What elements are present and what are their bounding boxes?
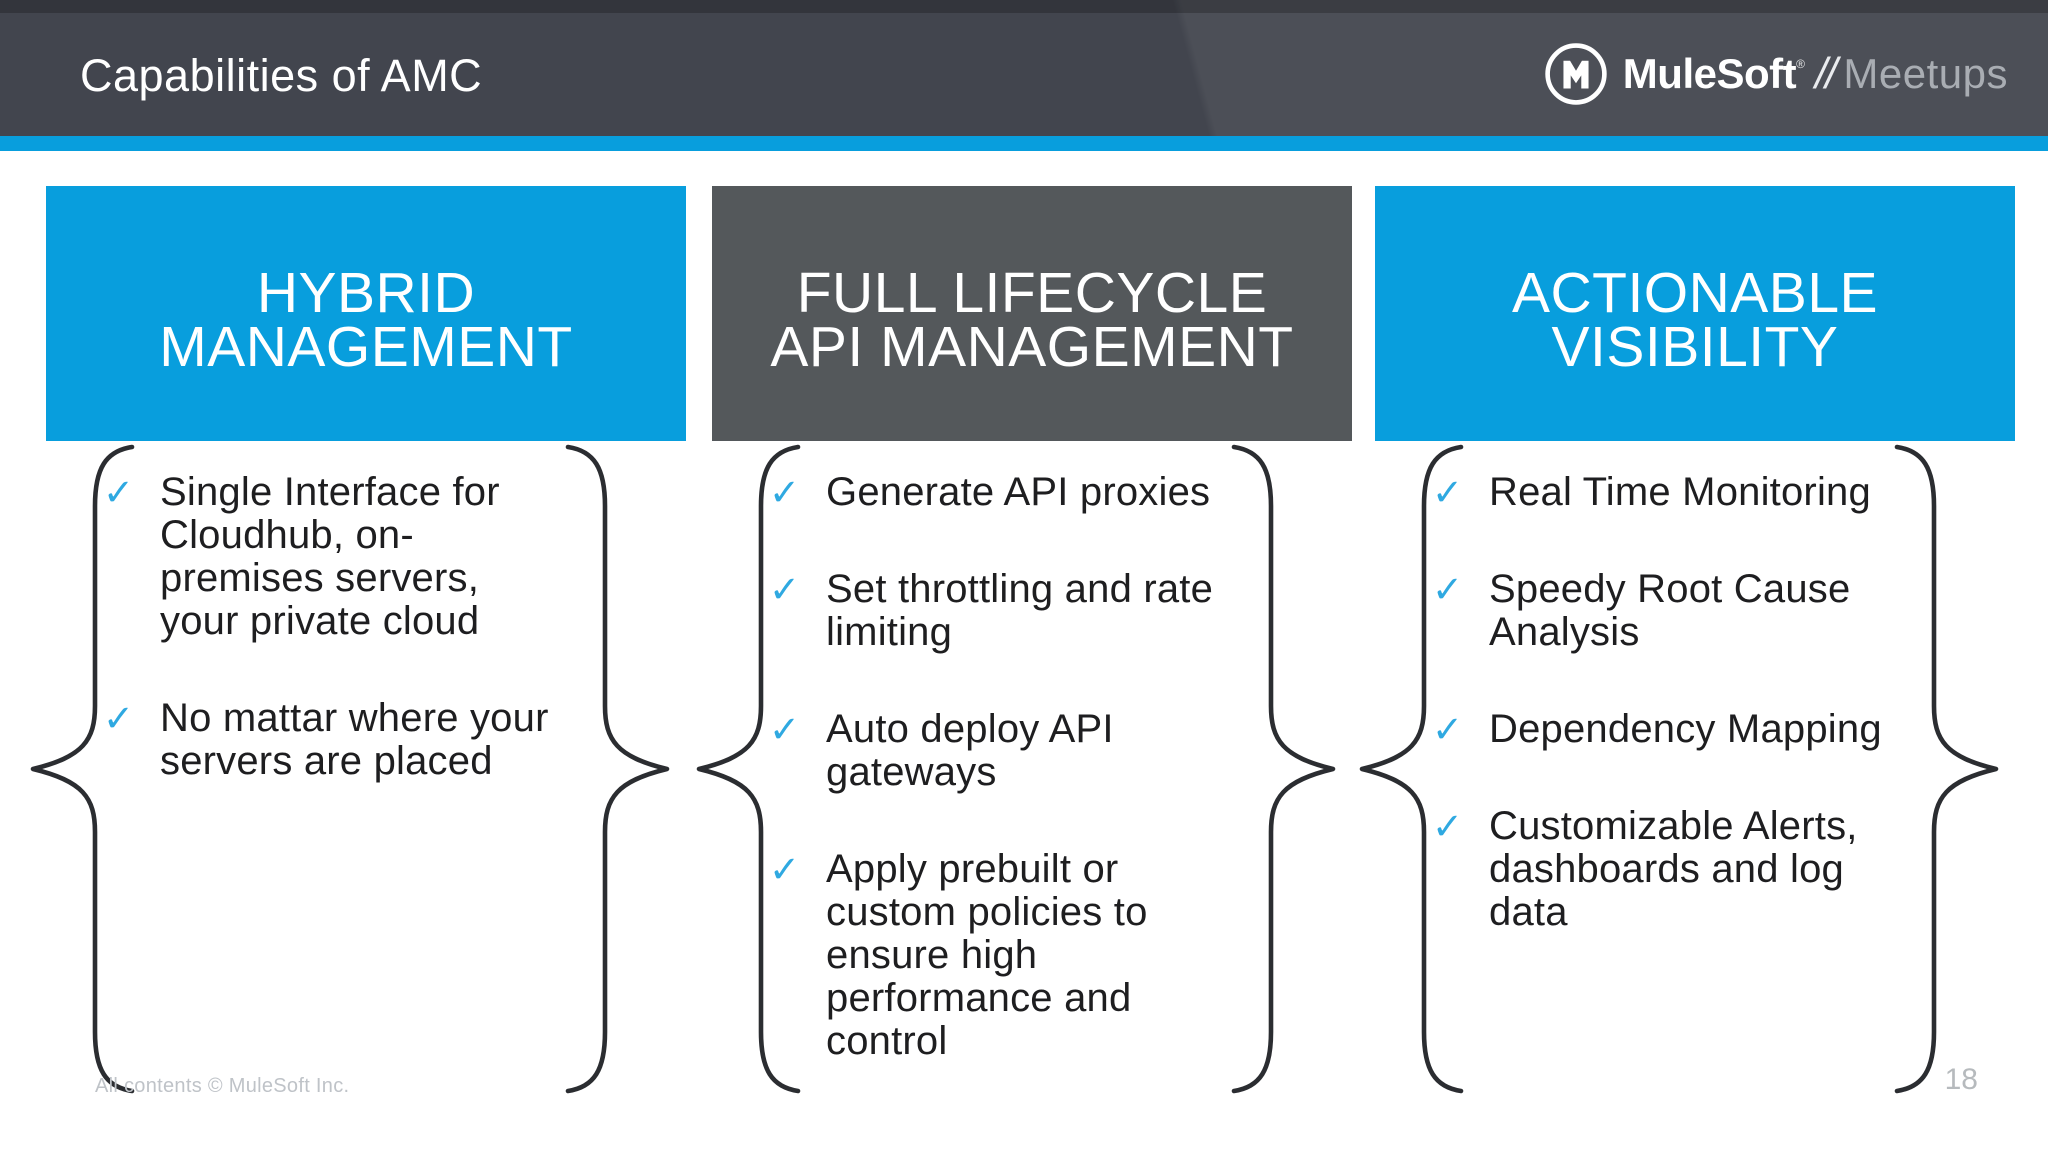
list-item-text: Generate API proxies [826, 470, 1211, 514]
column-header-box: FULL LIFECYCLE API MANAGEMENT [712, 186, 1352, 441]
list-item: ✓ Dependency Mapping [1432, 707, 2015, 752]
list-item-text: Single Interface for Cloudhub, on-premis… [160, 470, 500, 643]
checkmark-icon: ✓ [1432, 568, 1464, 611]
copyright-note: All contents © MuleSoft Inc. [95, 1075, 350, 1097]
column-header-box: HYBRID MANAGEMENT [46, 186, 686, 441]
list-item-text: Speedy Root Cause Analysis [1489, 567, 1851, 654]
page-title: Capabilities of AMC [80, 50, 483, 101]
column-full-lifecycle-api-management: FULL LIFECYCLE API MANAGEMENT ✓ Generate… [696, 186, 1352, 1117]
right-brace [565, 444, 670, 1094]
accent-stripe [0, 136, 2048, 151]
right-brace [1894, 444, 1999, 1094]
list-item: ✓ Real Time Monitoring [1432, 470, 2015, 515]
list-item: ✓ Generate API proxies [769, 470, 1352, 515]
column-actionable-visibility: ACTIONABLE VISIBILITY ✓ Real Time Monito… [1359, 186, 2015, 1116]
logo-brand: MuleSoft [1622, 50, 1797, 97]
column-hybrid-management: HYBRID MANAGEMENT ✓ Single Interface for… [30, 186, 686, 1116]
checkmark-icon: ✓ [1432, 708, 1464, 751]
column-header-line: VISIBILITY [1551, 314, 1839, 379]
checkmark-icon: ✓ [103, 697, 135, 740]
list-item: ✓ Set throttling and rate limiting [769, 568, 1352, 654]
checkmark-icon: ✓ [1432, 805, 1464, 848]
checkmark-icon: ✓ [1432, 471, 1464, 514]
column-header-line: FULL LIFECYCLE [796, 260, 1268, 325]
checkmark-icon: ✓ [103, 471, 135, 514]
list-item: ✓ Apply prebuilt or custom policies to e… [769, 848, 1352, 1063]
registered-mark: ® [1796, 57, 1805, 71]
list-item: ✓ No mattar where your servers are place… [103, 697, 686, 783]
right-brace [1231, 444, 1336, 1094]
list-item-text: Set throttling and rate limiting [826, 567, 1214, 654]
column-header-line: ACTIONABLE [1511, 260, 1879, 325]
logo-wordmark: MuleSoft® //Meetups [1623, 49, 2008, 99]
mulesoft-meetups-logo: MuleSoft® //Meetups [1543, 0, 2008, 142]
list-item: ✓ Auto deploy API gateways [769, 708, 1352, 794]
list-item-text: Dependency Mapping [1489, 707, 1882, 751]
list-item: ✓ Speedy Root Cause Analysis [1432, 568, 2015, 654]
list-item: ✓ Single Interface for Cloudhub, on-prem… [103, 471, 686, 643]
logo-separator: // [1814, 49, 1837, 98]
column-header-box: ACTIONABLE VISIBILITY [1375, 186, 2015, 441]
list-item-text: Real Time Monitoring [1489, 470, 1871, 514]
list-item: ✓ Customizable Alerts, dashboards and lo… [1432, 805, 2015, 934]
left-brace [1359, 444, 1464, 1094]
checkmark-icon: ✓ [769, 568, 801, 611]
left-brace [696, 444, 801, 1094]
logo-program: Meetups [1843, 50, 2008, 97]
header-bar: Capabilities of AMC MuleSoft® //Meetups [0, 0, 2048, 136]
bullet-list: ✓ Single Interface for Cloudhub, on-prem… [46, 471, 686, 837]
bullet-list: ✓ Generate API proxies ✓ Set throttling … [712, 471, 1352, 1117]
mulesoft-m-icon [1545, 43, 1607, 105]
column-header-line: HYBRID [256, 260, 476, 325]
checkmark-icon: ✓ [769, 708, 801, 751]
list-item-text: No mattar where your servers are placed [160, 696, 549, 783]
column-header-line: MANAGEMENT [159, 314, 573, 379]
column-header-line: API MANAGEMENT [770, 314, 1294, 379]
checkmark-icon: ✓ [769, 471, 801, 514]
list-item-text: Apply prebuilt or custom policies to ens… [826, 847, 1148, 1063]
checkmark-icon: ✓ [769, 848, 801, 891]
list-item-text: Customizable Alerts, dashboards and log … [1489, 804, 1858, 934]
bullet-list: ✓ Real Time Monitoring ✓ Speedy Root Cau… [1375, 471, 2015, 988]
left-brace [30, 444, 135, 1094]
list-item-text: Auto deploy API gateways [826, 707, 1114, 794]
page-number: 18 [1944, 1063, 1978, 1096]
